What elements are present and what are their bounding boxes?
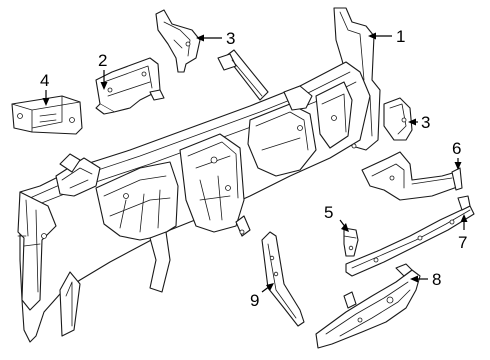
part-9-brace <box>261 231 305 327</box>
part-8-lower-bracket <box>315 263 421 349</box>
part-2-bracket <box>95 57 165 115</box>
callout-9: 9 <box>250 283 274 310</box>
part-3-upper-bracket <box>155 9 201 73</box>
callout-3-upper: 3 <box>196 29 235 48</box>
callout-8-label: 8 <box>432 270 441 289</box>
callout-6-label: 6 <box>452 139 461 158</box>
part-1-cross-car-beam <box>17 7 381 343</box>
part-4-reinforcement <box>11 95 83 135</box>
callout-2: 2 <box>98 51 108 90</box>
callout-1-label: 1 <box>396 27 405 46</box>
callout-7-label: 7 <box>458 233 467 252</box>
callout-3-right: 3 <box>408 113 430 132</box>
callout-5: 5 <box>324 203 349 232</box>
callout-1: 1 <box>368 27 405 46</box>
callout-2-label: 2 <box>98 51 107 70</box>
callout-3-right-label: 3 <box>421 113 430 132</box>
part-6-support-bracket <box>361 151 463 201</box>
part-3-right-bracket <box>383 97 413 141</box>
part-5-small-bracket <box>343 227 359 257</box>
callout-5-label: 5 <box>324 203 333 222</box>
callout-6: 6 <box>452 139 462 170</box>
callout-7: 7 <box>458 214 468 252</box>
callout-8: 8 <box>410 270 441 289</box>
callout-4-label: 4 <box>40 71 49 90</box>
callout-3-upper-label: 3 <box>226 29 235 48</box>
part-7-rail <box>345 195 475 277</box>
callout-4: 4 <box>40 71 50 106</box>
callout-9-label: 9 <box>250 291 259 310</box>
